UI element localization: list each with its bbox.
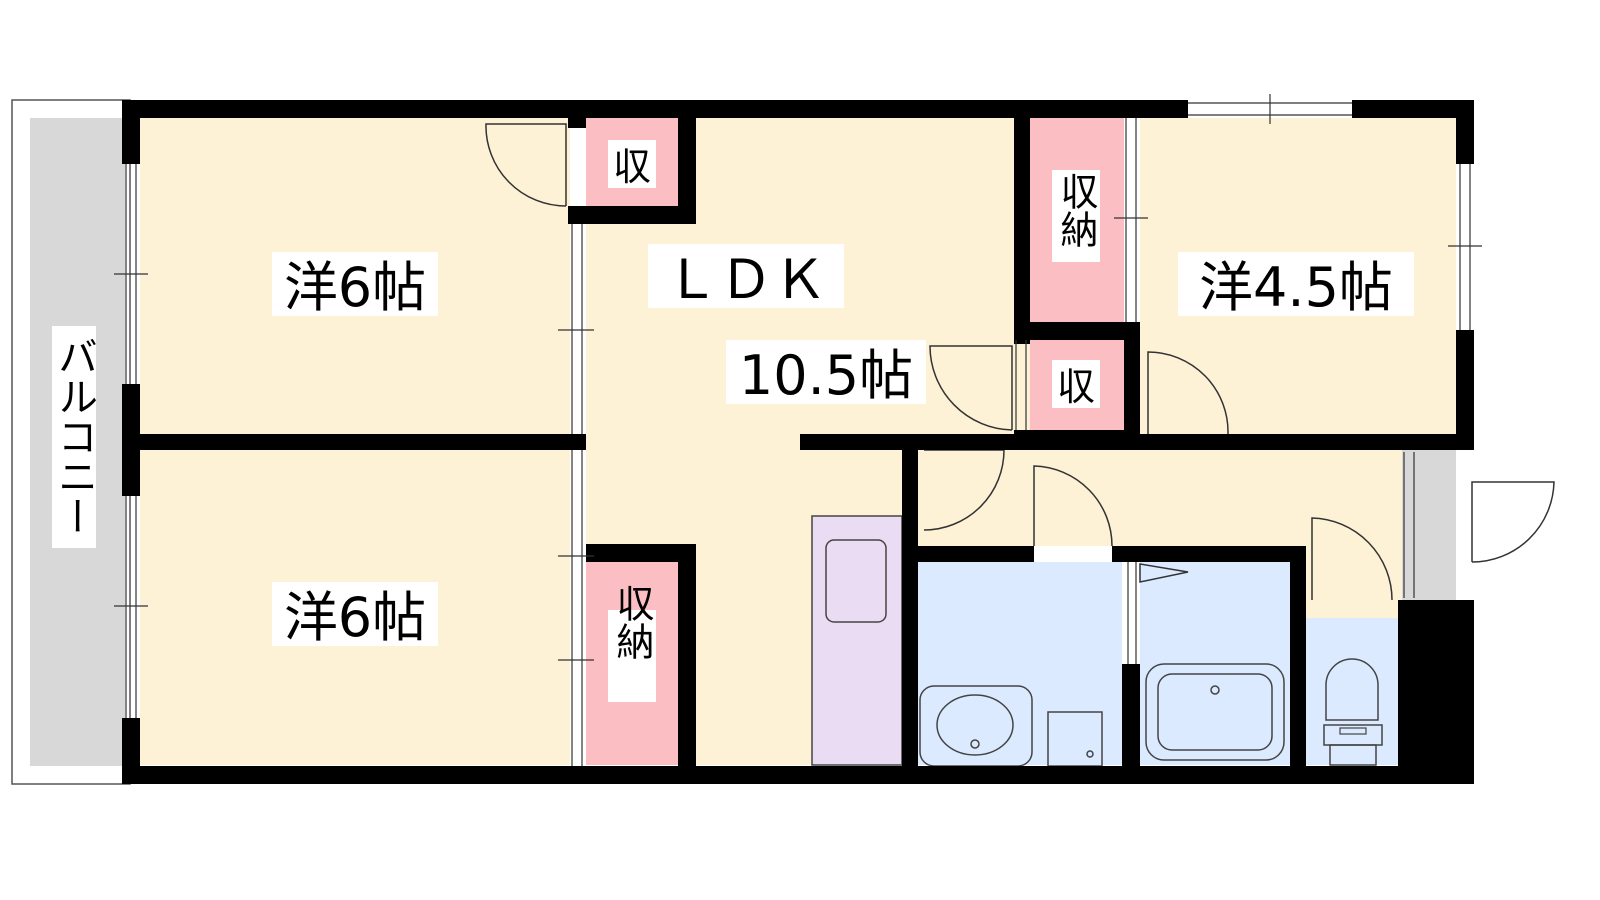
- label-western-right: 洋4.5帖: [1199, 256, 1393, 319]
- window-frames: [114, 94, 1482, 766]
- label-ldk-size: 10.5帖: [739, 344, 913, 407]
- label-western-top: 洋6帖: [284, 256, 426, 319]
- basin-bowl: [936, 694, 1014, 756]
- label-bg-western-right: [1178, 252, 1414, 316]
- label-bg-storage-bottom: [608, 610, 656, 702]
- hallway-lower: [1306, 546, 1402, 618]
- door-swing-western-top: [485, 123, 567, 207]
- bathtub-inner: [1157, 673, 1273, 751]
- label-bg-western-top: [272, 252, 438, 316]
- label-bg-ldk-size: [726, 340, 926, 404]
- label-storage-top: 収: [613, 145, 651, 189]
- label-bg-storage-mid: [1052, 360, 1100, 408]
- entrance: [1402, 450, 1456, 600]
- kitchen-sink: [825, 539, 887, 623]
- label-bg-balcony: [52, 326, 96, 548]
- door-swing-western-right: [1147, 351, 1229, 435]
- label-bg-storage-top: [608, 140, 656, 188]
- label-storage-bottom: 収納: [610, 584, 654, 660]
- door-swing-ldk-storage: [929, 345, 1013, 431]
- label-bg-western-bottom: [272, 582, 438, 646]
- label-storage-top-right: 収納: [1054, 172, 1098, 248]
- toilet-room: [1306, 618, 1398, 765]
- label-ldk: ＬＤＫ: [665, 248, 827, 311]
- toilet: [1325, 658, 1379, 721]
- toilet-seat: [1339, 727, 1367, 735]
- door-swing-toilet: [1311, 517, 1393, 601]
- bath-door: [1139, 563, 1189, 583]
- door-swing-entrance: [1471, 481, 1555, 563]
- basin-drain: [970, 739, 980, 749]
- bathtub-drain: [1210, 685, 1220, 695]
- door-swing-hall-left: [923, 449, 1005, 531]
- washroom: [918, 562, 1122, 765]
- bathtub: [1145, 663, 1285, 761]
- label-balcony: バルコニー: [51, 336, 97, 536]
- label-bg-ldk: [648, 244, 844, 308]
- toilet-base: [1329, 744, 1377, 766]
- walls: [122, 100, 1474, 784]
- label-bg-storage-top-right: [1052, 170, 1100, 262]
- washer-drain: [1086, 750, 1094, 758]
- label-western-bottom: 洋6帖: [284, 586, 426, 649]
- hallway: [918, 450, 1402, 546]
- label-storage-mid: 収: [1057, 365, 1095, 409]
- door-swing-washroom: [1033, 465, 1113, 547]
